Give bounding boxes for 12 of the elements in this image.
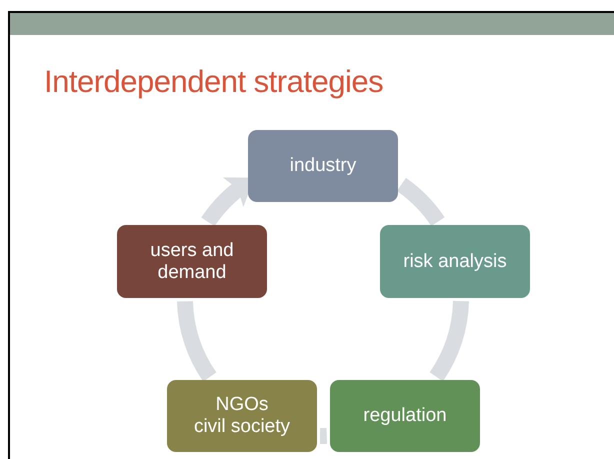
process-box (117, 225, 267, 298)
box-label: industry (290, 155, 356, 177)
process-box (380, 225, 530, 298)
process-box (330, 380, 480, 452)
slide-title: Interdependent strategies (44, 63, 384, 101)
box-label: risk analysis (403, 250, 507, 272)
process-box (248, 130, 398, 202)
box-label: regulation (363, 405, 447, 427)
box-label: users and demand (149, 240, 235, 284)
box-label: civil society (194, 416, 290, 438)
box-label: NGOs (216, 394, 268, 416)
process-box (167, 380, 317, 452)
